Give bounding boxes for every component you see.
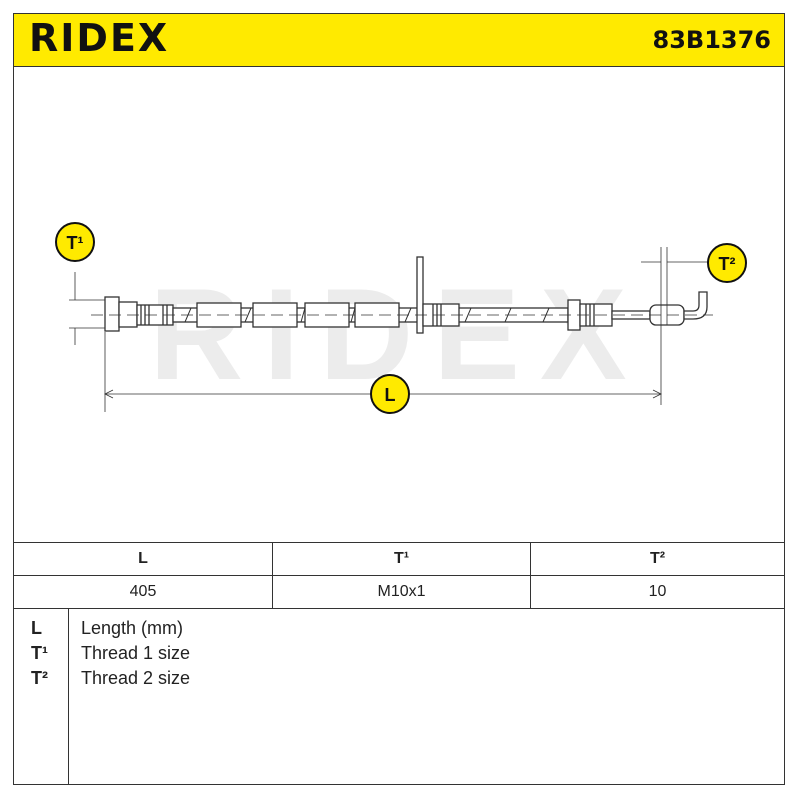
spec-table: L T¹ T² 405 M10x1 10 [13, 542, 785, 609]
pipe-bend [683, 291, 708, 320]
spec-value-row: 405 M10x1 10 [13, 575, 785, 609]
brand-logo: RIDEX [29, 16, 170, 60]
legend-key: L [31, 618, 42, 638]
length-marker [370, 374, 410, 414]
t1-dimension [69, 272, 105, 345]
part-number: 83B1376 [652, 26, 772, 54]
legend-divider [68, 608, 69, 785]
legend-key: T¹ [31, 643, 48, 663]
hose-drawing: RIDEX [13, 67, 785, 542]
legend-item: T¹ Thread 1 size [13, 643, 785, 668]
length-marker-label: L [385, 385, 396, 405]
hose-diagram-svg: RIDEX [55, 222, 747, 414]
legend-description: Thread 2 size [81, 668, 191, 688]
spec-header-t2: T² [530, 542, 785, 576]
legend-description: Length (mm) [81, 618, 184, 638]
spec-header-l: L [13, 542, 273, 576]
legend: L Length (mm) T¹ Thread 1 size T² Thread… [13, 608, 785, 785]
legend-item: T² Thread 2 size [13, 668, 785, 693]
legend-key: T² [31, 668, 48, 688]
t2-marker [707, 243, 747, 283]
t1-marker-label: T¹ [67, 233, 84, 253]
spec-value-l: 405 [13, 575, 273, 609]
header-bar: RIDEX 83B1376 [13, 13, 785, 67]
legend-item: L Length (mm) [13, 618, 785, 643]
outer-frame [13, 13, 785, 785]
t2-dimension [641, 247, 709, 405]
t2-marker-label: T² [719, 254, 736, 274]
legend-description: Thread 1 size [81, 643, 191, 663]
spec-value-t2: 10 [530, 575, 785, 609]
mounting-bracket [416, 256, 424, 334]
spec-value-t1: M10x1 [272, 575, 531, 609]
t1-marker [55, 222, 95, 262]
